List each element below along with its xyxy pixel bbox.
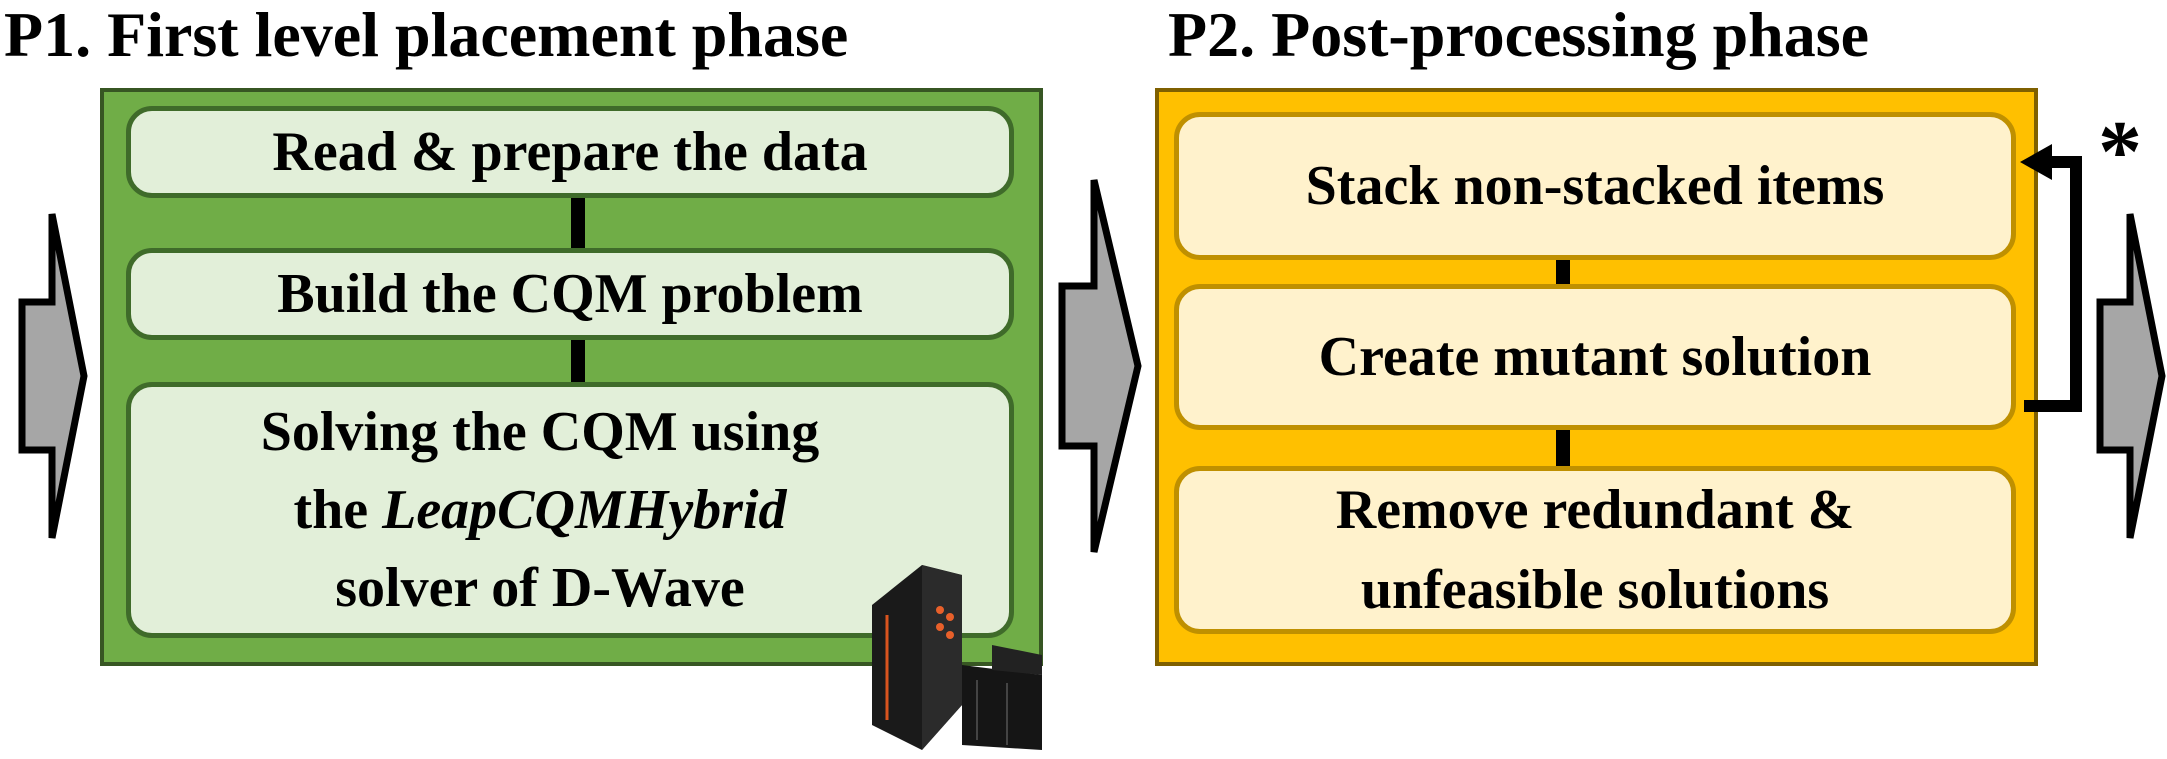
d-wave-computer-image: [872, 565, 1042, 750]
step-label: Create mutant solution: [1318, 326, 1872, 388]
step-remove-redundant: Remove redundant & unfeasible solutions: [1174, 466, 2016, 634]
connector: [571, 336, 585, 386]
step-label: Stack non-stacked items: [1305, 155, 1885, 217]
phase2-title: P2. Post-processing phase: [1168, 0, 1870, 70]
loop-marker: *: [2098, 104, 2142, 201]
step-label: Build the CQM problem: [277, 263, 863, 325]
step-solve-cqm: Solving the CQM using the LeapCQMHybrid …: [126, 382, 1014, 638]
step-label: Read & prepare the data: [272, 121, 868, 183]
step-label-line: Remove redundant &: [1335, 479, 1855, 541]
step-build-cqm: Build the CQM problem: [126, 248, 1014, 340]
connector: [571, 196, 585, 252]
input-flow-arrow-icon: [18, 213, 88, 539]
step-label-line: solver of D-Wave: [335, 557, 745, 619]
step-label-line: unfeasible solutions: [1360, 559, 1830, 621]
connector: [1556, 258, 1570, 286]
step-stack-items: Stack non-stacked items: [1174, 112, 2016, 260]
connector: [1556, 428, 1570, 468]
step-label-line: the LeapCQMHybrid: [293, 471, 786, 549]
step-label-line: Solving the CQM using: [260, 401, 820, 463]
step-create-mutant: Create mutant solution: [1174, 284, 2016, 430]
solver-name: LeapCQMHybrid: [382, 479, 787, 541]
text: the: [293, 479, 383, 541]
output-flow-arrow-icon: [2096, 213, 2166, 539]
phase1-title: P1. First level placement phase: [4, 0, 849, 70]
loop-back-arrow-icon: [2020, 144, 2082, 412]
step-read-prepare-data: Read & prepare the data: [126, 106, 1014, 198]
phase-transition-arrow-icon: [1058, 179, 1142, 553]
